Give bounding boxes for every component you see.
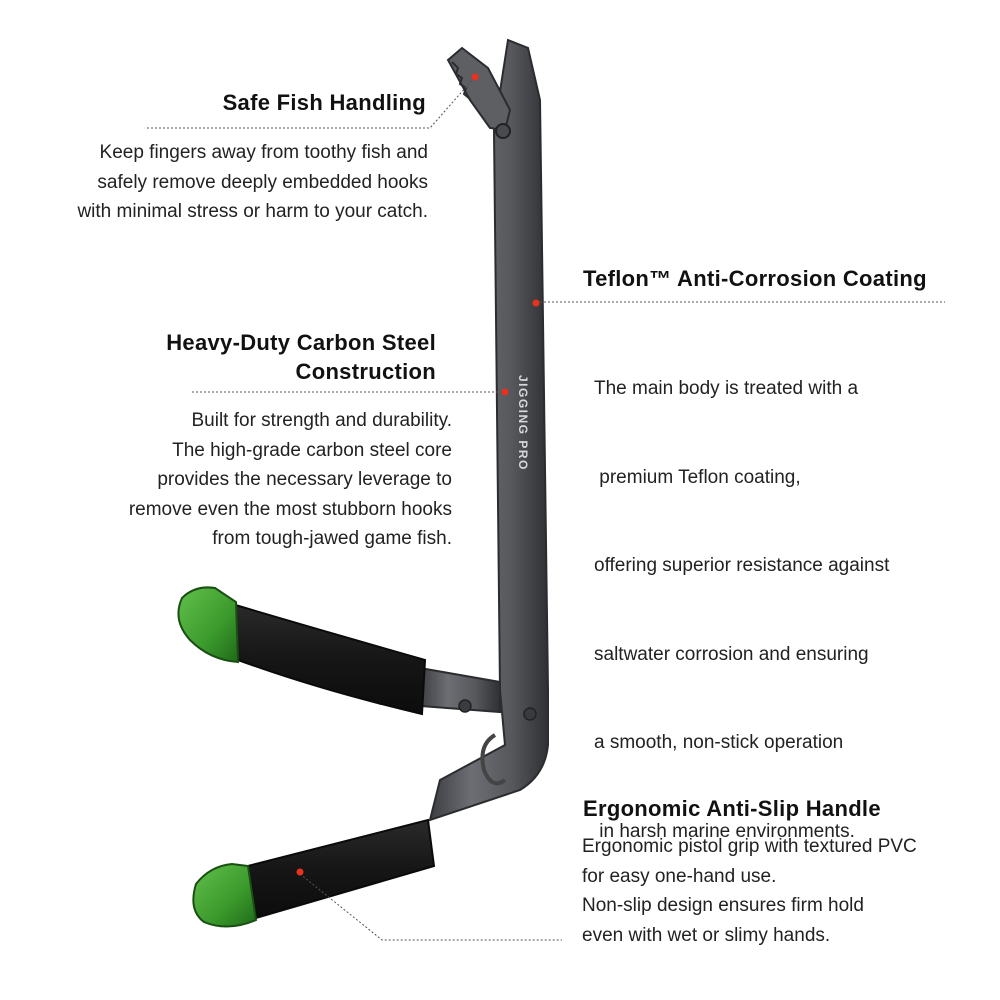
link-rivet bbox=[458, 699, 472, 713]
teflon-description: The main body is treated with a premium … bbox=[594, 315, 889, 876]
teflon-line: in harsh marine environments. bbox=[594, 820, 855, 842]
teflon-title: Teflon™ Anti-Corrosion Coating bbox=[583, 266, 927, 291]
brand-logo: JIGGING PRO bbox=[516, 375, 530, 471]
safe-handling-line: with minimal stress or harm to your catc… bbox=[77, 201, 428, 222]
handle-line: for easy one-hand use. bbox=[582, 865, 777, 887]
carbon-steel-title-line1: Heavy-Duty Carbon Steel bbox=[166, 330, 436, 355]
handle-line: Ergonomic pistol grip with textured PVC bbox=[582, 836, 917, 857]
teflon-line: premium Teflon coating, bbox=[594, 466, 801, 488]
safe-handling-line: safely remove deeply embedded hooks bbox=[97, 171, 428, 193]
lower-grip bbox=[246, 818, 436, 920]
carbon-steel-line: from tough-jawed game fish. bbox=[212, 528, 452, 549]
carbon-steel-description: Built for strength and durability. The h… bbox=[129, 406, 452, 554]
carbon-steel-line: The high-grade carbon steel core bbox=[172, 439, 452, 461]
carbon-steel-line: Built for strength and durability. bbox=[191, 410, 452, 431]
handle-title: Ergonomic Anti-Slip Handle bbox=[583, 796, 881, 821]
carbon-steel-title-line2: Construction bbox=[295, 359, 436, 384]
lower-green-tip bbox=[192, 862, 258, 928]
safe-handling-line: Keep fingers away from toothy fish and bbox=[99, 142, 428, 163]
handle-description: Ergonomic pistol grip with textured PVC … bbox=[582, 832, 917, 950]
teflon-line: The main body is treated with a bbox=[594, 378, 859, 399]
carbon-steel-line: provides the necessary leverage to bbox=[157, 469, 452, 490]
upper-green-tip bbox=[177, 586, 240, 664]
jaw-teeth bbox=[451, 61, 471, 100]
leader-handle bbox=[299, 873, 562, 941]
marker-safe-handling bbox=[471, 73, 479, 81]
upper-grip bbox=[230, 602, 427, 716]
jaw-pivot bbox=[495, 123, 511, 139]
marker-carbon bbox=[501, 388, 509, 396]
handle-line: Non-slip design ensures firm hold bbox=[582, 895, 864, 916]
carbon-steel-title: Heavy-Duty Carbon Steel Construction bbox=[166, 328, 436, 386]
teflon-line: a smooth, non-stick operation bbox=[594, 732, 844, 753]
jaw-upper bbox=[446, 46, 512, 132]
handle-line: even with wet or slimy hands. bbox=[582, 924, 831, 946]
teflon-line: saltwater corrosion and ensuring bbox=[594, 643, 869, 665]
carbon-steel-line: remove even the most stubborn hooks bbox=[128, 498, 452, 520]
spring bbox=[480, 733, 507, 786]
safe-handling-title: Safe Fish Handling bbox=[222, 90, 426, 115]
marker-handle bbox=[296, 868, 304, 876]
safe-handling-description: Keep fingers away from toothy fish and s… bbox=[77, 138, 428, 227]
body-rivet bbox=[523, 707, 537, 721]
marker-teflon bbox=[532, 299, 540, 307]
teflon-line: offering superior resistance against bbox=[594, 555, 890, 576]
